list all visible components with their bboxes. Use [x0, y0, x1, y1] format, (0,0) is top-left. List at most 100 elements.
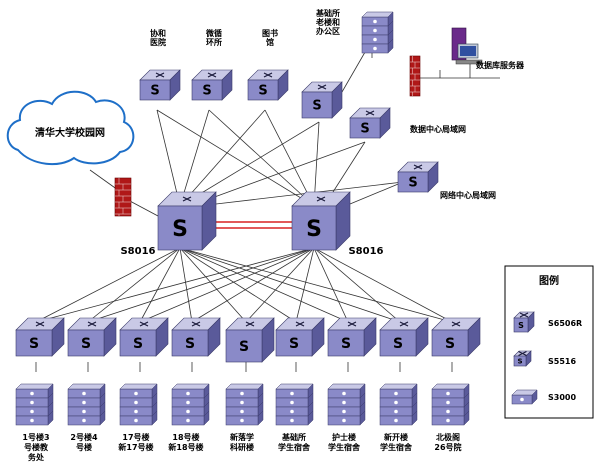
- bottom-node-label-2: 17号楼: [122, 432, 149, 442]
- access-switch-4-letter: S: [239, 339, 249, 355]
- core-switch-left-letter: S: [172, 217, 188, 242]
- bottom-link-right-6: [313, 247, 349, 323]
- top-node-label-3: 办公区: [316, 26, 340, 36]
- bottom-link-right-8: [313, 247, 453, 323]
- core-left-label: S8016: [120, 246, 155, 257]
- legend-icon-s6506r: S: [513, 311, 535, 333]
- access-switch-3: S: [171, 317, 221, 357]
- bottom-node-label-3: 18号楼: [172, 432, 199, 442]
- bottom-node-label-6: 护士楼: [332, 432, 356, 442]
- access-switch-1-letter: S: [81, 336, 91, 352]
- bottom-link-left-4: [179, 247, 247, 323]
- access-switch-2: S: [119, 317, 169, 357]
- access-switch-7-letter: S: [393, 336, 403, 352]
- access-switch-8: S: [431, 317, 481, 357]
- access-switch-5: S: [275, 317, 325, 357]
- network-center-switch: S: [397, 161, 439, 193]
- access-switch-0: S: [15, 317, 65, 357]
- bottom-node-label-6: 学生宿舍: [328, 442, 361, 452]
- bottom-node-label-7: 学生宿舍: [380, 442, 413, 452]
- legend-icon-s6506r-letter: S: [518, 321, 524, 330]
- top-switch-1: S: [191, 69, 233, 101]
- db-firewall: [409, 55, 421, 97]
- bottom-link-right-1: [87, 247, 315, 323]
- bottom-node-label-7: 新开楼: [384, 432, 408, 442]
- access-stack-1: [67, 383, 106, 426]
- access-stack-4: [225, 383, 264, 426]
- database-server-icon: [451, 27, 483, 65]
- bottom-node-label-5: 学生宿舍: [278, 442, 311, 452]
- bottom-link-left-1: [87, 247, 181, 323]
- bottom-node-label-5: 基础所: [281, 432, 306, 442]
- top-link-right-0: [156, 109, 315, 207]
- top-node-label-2: 馆: [266, 37, 274, 47]
- top-link-left-1: [179, 109, 210, 207]
- access-stack-6: [327, 383, 366, 426]
- database-server-label: 数据库服务器: [476, 60, 525, 70]
- bottom-link-right-7: [313, 247, 401, 323]
- network-center-switch-letter: S: [408, 176, 417, 191]
- top-switch-2: S: [247, 69, 289, 101]
- link-layer: [35, 30, 500, 372]
- bottom-node-label-8: 北极阁: [436, 432, 460, 442]
- access-switch-6: S: [327, 317, 377, 357]
- core-switch-left: S: [157, 191, 217, 251]
- bottom-link-right-0: [35, 247, 315, 323]
- bottom-link-left-0: [35, 247, 181, 323]
- core-switch-right-letter: S: [306, 217, 322, 242]
- bottom-node-label-4: 科研楼: [230, 442, 254, 452]
- data-center-switch: S: [349, 107, 391, 139]
- access-switch-4: S: [225, 317, 275, 363]
- data-center-lan-label: 数据中心局域网: [410, 124, 466, 134]
- top-node-label-0: 医院: [150, 37, 166, 47]
- bottom-link-right-5: [295, 247, 315, 323]
- top-node-label-3: 老楼和: [315, 17, 340, 27]
- nc-link-right: [349, 181, 404, 205]
- access-switch-5-letter: S: [289, 336, 299, 352]
- top-link-right-2: [264, 109, 315, 207]
- campus-network-cloud: [6, 90, 135, 166]
- top-node-label-1: 微循: [205, 28, 222, 38]
- access-switch-6-letter: S: [341, 336, 351, 352]
- top-right-stack: [361, 11, 394, 54]
- bottom-link-right-3: [191, 247, 315, 323]
- core-switch-right: S: [291, 191, 351, 251]
- bottom-link-left-8: [179, 247, 453, 323]
- top-link-right-1: [208, 109, 315, 207]
- access-stack-0: [15, 383, 54, 426]
- top-switch-0-letter: S: [150, 84, 159, 99]
- campus-network-label: 清华大学校园网: [35, 126, 105, 139]
- legend-item-2: S3000: [548, 393, 576, 402]
- top-node-label-0: 协和: [150, 28, 166, 38]
- access-stack-5: [275, 383, 314, 426]
- bottom-link-left-3: [179, 247, 193, 323]
- top-node-label-1: 环所: [206, 37, 222, 47]
- access-switch-8-letter: S: [445, 336, 455, 352]
- top-link-left-0: [156, 109, 181, 207]
- campus-link: [89, 169, 119, 191]
- network-center-lan-label: 网络中心局域网: [440, 190, 496, 200]
- bottom-link-left-6: [179, 247, 349, 323]
- bottom-node-label-2: 新17号楼: [118, 442, 153, 452]
- bottom-link-left-2: [139, 247, 181, 323]
- legend-icon-s5516-letter: S: [517, 358, 522, 366]
- top-switch-0: S: [139, 69, 181, 101]
- access-stack-8: [431, 383, 470, 426]
- access-switch-7: S: [379, 317, 429, 357]
- bottom-link-left-5: [179, 247, 297, 323]
- bottom-node-label-4: 新落学: [230, 432, 254, 442]
- bottom-link-left-7: [179, 247, 401, 323]
- access-stack-7: [379, 383, 418, 426]
- campus-firewall: [114, 177, 132, 217]
- legend-title: 图例: [539, 274, 559, 287]
- top-switch-1-letter: S: [202, 84, 211, 99]
- access-switch-2-letter: S: [133, 336, 143, 352]
- core-right-label: S8016: [348, 246, 383, 257]
- access-stack-3: [171, 383, 210, 426]
- legend-item-0: S6506R: [548, 319, 582, 328]
- bottom-link-right-4: [245, 247, 315, 323]
